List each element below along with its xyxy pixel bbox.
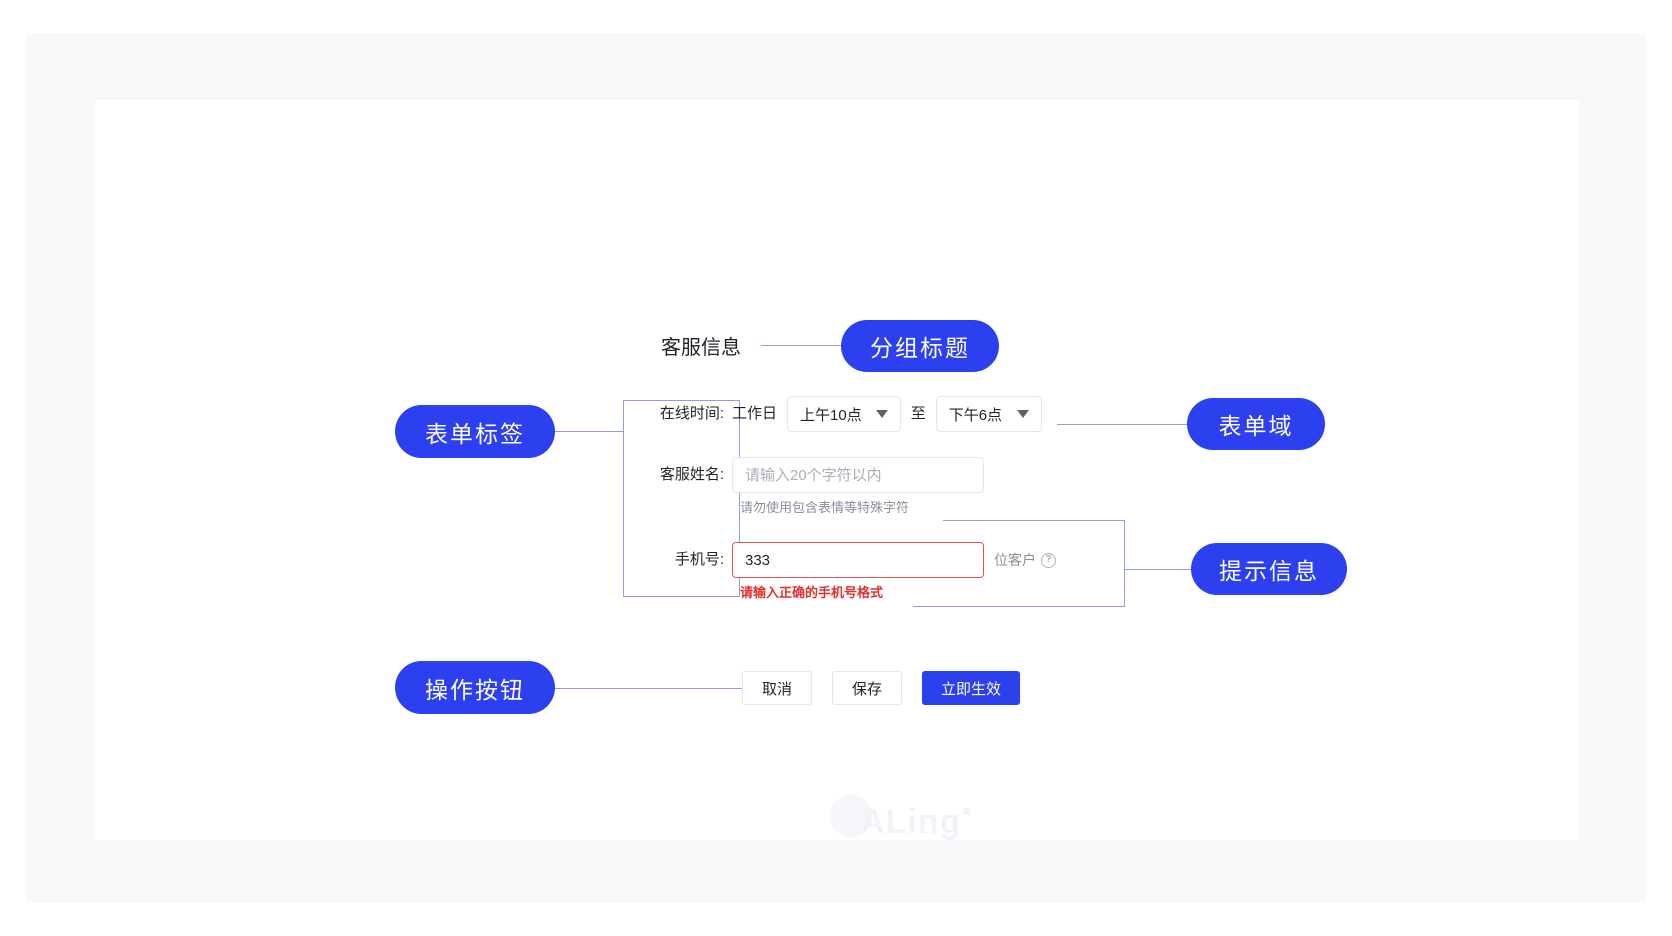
select-end-time-value: 下午6点 [948, 406, 1003, 424]
connector-hint-pill [1124, 569, 1192, 570]
annotation-form-label: 表单标签 [395, 405, 555, 458]
connector-group-title [761, 345, 843, 346]
connector-action [554, 688, 743, 689]
phone-input[interactable] [732, 542, 984, 578]
form-action-bar: 取消 保存 立即生效 [742, 671, 1021, 705]
form-row-agent-name: 客服姓名: [623, 457, 1056, 493]
label-online-time: 在线时间: [659, 405, 724, 422]
group-title: 客服信息 [661, 337, 741, 359]
annotation-group-title: 分组标题 [841, 320, 999, 372]
annotation-form-field: 表单域 [1187, 398, 1325, 450]
form-row-phone: 手机号: 位客户 ? [623, 542, 1056, 578]
control-phone: 位客户 ? [732, 542, 1056, 578]
customer-service-form: 在线时间: 工作日 上午10点 至 下午6点 客服姓名: [623, 396, 1056, 601]
form-label-bracket [623, 400, 740, 597]
label-phone: 手机号: [674, 551, 724, 568]
watermark-text: ALing [860, 803, 962, 841]
phone-suffix-label: 位客户 [994, 552, 1036, 568]
watermark: ALing [830, 795, 971, 841]
time-range-separator: 至 [910, 405, 926, 422]
agent-name-help-text: 请勿使用包含表情等特殊字符 [740, 500, 910, 515]
watermark-tick-icon [963, 808, 971, 815]
cancel-button[interactable]: 取消 [742, 671, 812, 705]
annotation-action-buttons: 操作按钮 [395, 661, 555, 714]
select-start-time-value: 上午10点 [800, 406, 862, 424]
connector-hint-bottom [913, 606, 1125, 607]
phone-error-text: 请输入正确的手机号格式 [740, 585, 884, 600]
question-circle-icon[interactable]: ? [1041, 552, 1056, 568]
apply-now-button[interactable]: 立即生效 [922, 671, 1021, 705]
select-end-time[interactable]: 下午6点 [935, 396, 1042, 432]
label-agent-name: 客服姓名: [659, 466, 724, 483]
connector-hint-riser [1124, 520, 1125, 606]
connector-hint-top [943, 520, 1125, 521]
form-row-online-time: 在线时间: 工作日 上午10点 至 下午6点 [623, 396, 1056, 432]
control-agent-name [732, 457, 984, 493]
chevron-down-icon [875, 410, 888, 418]
watermark-dot-icon [830, 795, 872, 837]
phone-suffix: 位客户 ? [994, 550, 1056, 570]
agent-name-input[interactable] [732, 457, 984, 493]
connector-form-field [1057, 424, 1189, 425]
connector-form-label [554, 431, 624, 432]
select-start-time[interactable]: 上午10点 [787, 396, 901, 432]
control-online-time: 工作日 上午10点 至 下午6点 [732, 396, 1042, 432]
chevron-down-icon [1016, 410, 1029, 418]
annotation-hint-info: 提示信息 [1191, 543, 1347, 595]
save-button[interactable]: 保存 [832, 671, 902, 705]
content-card: 客服信息 在线时间: 工作日 上午10点 至 下午6点 [95, 100, 1579, 840]
weekday-text: 工作日 [732, 405, 778, 422]
